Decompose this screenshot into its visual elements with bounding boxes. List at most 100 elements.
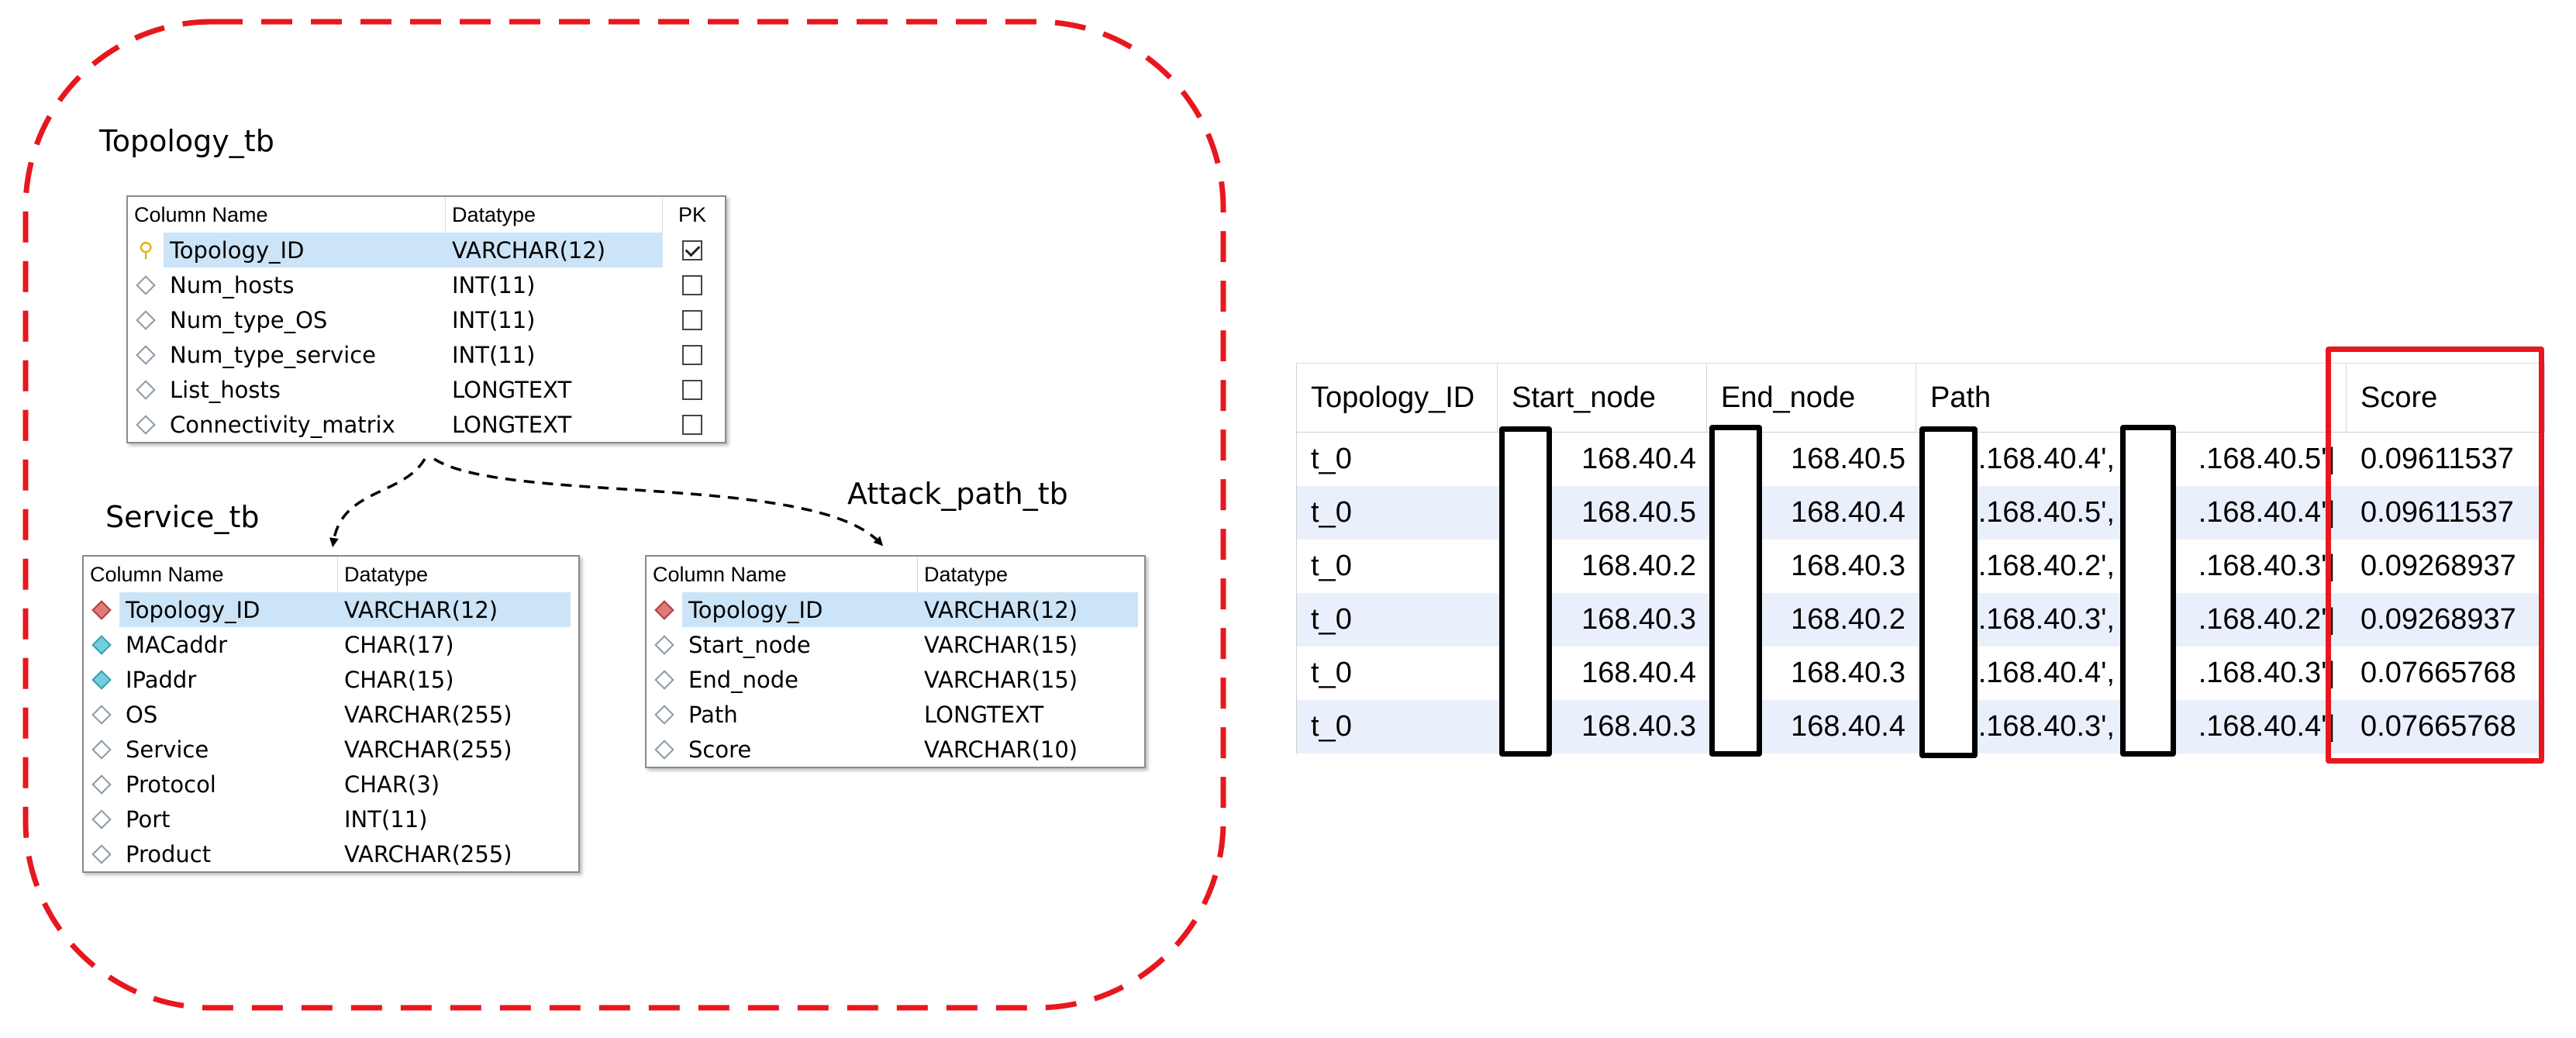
column-name: Connectivity_matrix [170, 411, 395, 438]
topology-table-caption: Topology_tb [99, 124, 274, 158]
column-datatype: INT(11) [452, 271, 536, 298]
pk-checkbox[interactable] [682, 344, 702, 365]
column-datatype: INT(11) [452, 306, 536, 333]
header-topology-id[interactable]: Topology_ID [1297, 364, 1498, 432]
column-diamond-icon [84, 732, 119, 767]
cell-score: 0.09268937 [2360, 603, 2516, 636]
table-row[interactable]: Start_node VARCHAR(15) [647, 627, 1144, 662]
column-name-header: Column Name [128, 197, 446, 233]
column-name: End_node [688, 666, 798, 693]
column-datatype: VARCHAR(12) [918, 592, 1138, 627]
table-row[interactable]: Path LONGTEXT [647, 697, 1144, 732]
datatype-header: Datatype [344, 562, 429, 586]
path-segment-start: .168.40.3', [1978, 710, 2115, 743]
relation-arrow-to-attack-path [433, 457, 884, 547]
datatype-header: Datatype [446, 197, 663, 233]
path-segment-start: .168.40.3', [1978, 603, 2115, 636]
pk-checkbox[interactable] [682, 379, 702, 400]
indexed-diamond-icon [84, 627, 119, 662]
path-segment-start: .168.40.4', [1978, 443, 2115, 475]
attack-path-table-caption: Attack_path_tb [847, 477, 1068, 511]
redaction-box-end-node [1709, 425, 1762, 757]
column-datatype: INT(11) [452, 341, 536, 368]
datatype-header: Datatype [924, 562, 1009, 586]
column-datatype: CHAR(3) [344, 771, 440, 798]
column-diamond-icon [128, 372, 164, 407]
column-diamond-icon [84, 836, 119, 871]
foreign-key-diamond-icon [647, 592, 682, 627]
header-start-node[interactable]: Start_node [1498, 364, 1707, 432]
column-diamond-icon [84, 802, 119, 836]
pk-checkbox[interactable] [682, 414, 702, 435]
table-row[interactable]: Connectivity_matrix LONGTEXT [128, 407, 725, 442]
path-segment-end: .168.40.3'] [2198, 550, 2335, 582]
column-name: IPaddr [126, 666, 197, 693]
column-datatype: CHAR(15) [344, 666, 454, 693]
cell-end-node: 168.40.5 [1791, 443, 1905, 475]
cell-topology-id: t_0 [1311, 443, 1352, 475]
column-datatype: INT(11) [344, 805, 428, 833]
table-row[interactable]: Service VARCHAR(255) [84, 732, 578, 767]
schema-group-dashed-border [22, 19, 1226, 1011]
column-name: Num_hosts [170, 271, 295, 298]
cell-path: .168.40.3', .168.40.2'] [1916, 593, 2347, 647]
cell-score: 0.09611537 [2360, 443, 2514, 475]
path-segment-end: .168.40.4'] [2198, 710, 2335, 743]
column-diamond-icon [128, 337, 164, 372]
column-name-header: Column Name [647, 557, 918, 592]
table-row[interactable]: MACaddr CHAR(17) [84, 627, 578, 662]
table-row[interactable]: Protocol CHAR(3) [84, 767, 578, 802]
cell-end-node: 168.40.4 [1791, 496, 1905, 529]
column-datatype: VARCHAR(255) [344, 736, 512, 763]
column-diamond-icon [647, 697, 682, 732]
relation-arrow-to-service [329, 458, 426, 547]
column-name: Topology_ID [119, 592, 338, 627]
column-datatype: VARCHAR(255) [344, 701, 512, 728]
table-row[interactable]: t_0 168.40.4 168.40.3 .168.40.4', .168.4… [1297, 647, 2545, 700]
header-end-node[interactable]: End_node [1707, 364, 1916, 432]
cell-start-node: 168.40.4 [1581, 443, 1696, 475]
table-row[interactable]: t_0 168.40.4 168.40.5 .168.40.4', .168.4… [1297, 433, 2545, 486]
column-diamond-icon [128, 407, 164, 442]
path-segment-end: .168.40.5'] [2198, 443, 2335, 475]
table-row[interactable]: Num_type_OS INT(11) [128, 302, 725, 337]
header-score[interactable]: Score [2347, 364, 2545, 432]
column-diamond-icon [128, 302, 164, 337]
cell-end-node: 168.40.2 [1791, 603, 1905, 636]
table-row[interactable]: Num_type_service INT(11) [128, 337, 725, 372]
header-path[interactable]: Path [1916, 364, 2347, 432]
column-name: Start_node [688, 631, 811, 658]
column-name: Num_type_service [170, 341, 376, 368]
pk-checkbox[interactable] [682, 240, 702, 260]
table-row[interactable]: Port INT(11) [84, 802, 578, 836]
table-row[interactable]: End_node VARCHAR(15) [647, 662, 1144, 697]
table-row[interactable]: t_0 168.40.2 168.40.3 .168.40.2', .168.4… [1297, 540, 2545, 593]
table-header: Column Name Datatype [647, 557, 1144, 592]
table-row[interactable]: Score VARCHAR(10) [647, 732, 1144, 767]
table-row[interactable]: OS VARCHAR(255) [84, 697, 578, 732]
cell-end-node: 168.40.3 [1791, 550, 1905, 582]
redaction-box-path-end [2120, 425, 2176, 757]
table-row[interactable]: Num_hosts INT(11) [128, 267, 725, 302]
pk-checkbox[interactable] [682, 309, 702, 330]
indexed-diamond-icon [84, 662, 119, 697]
pk-checkbox[interactable] [682, 274, 702, 295]
cell-topology-id: t_0 [1311, 550, 1352, 582]
cell-score: 0.07665768 [2360, 710, 2516, 743]
table-row[interactable]: IPaddr CHAR(15) [84, 662, 578, 697]
column-name: Topology_ID [682, 592, 918, 627]
table-row[interactable]: List_hosts LONGTEXT [128, 372, 725, 407]
table-row[interactable]: ⚲ Topology_ID VARCHAR(12) [128, 233, 725, 267]
column-datatype: CHAR(17) [344, 631, 454, 658]
cell-path: .168.40.5', .168.40.4'] [1916, 486, 2347, 540]
cell-score: 0.09611537 [2360, 496, 2514, 529]
table-row[interactable]: Topology_ID VARCHAR(12) [647, 592, 1144, 627]
pk-header: PK [678, 202, 707, 226]
column-name: Service [126, 736, 209, 763]
table-row[interactable]: Topology_ID VARCHAR(12) [84, 592, 578, 627]
cell-topology-id: t_0 [1311, 657, 1352, 689]
column-datatype: VARCHAR(10) [924, 736, 1078, 763]
cell-score: 0.07665768 [2360, 657, 2516, 689]
table-row[interactable]: Product VARCHAR(255) [84, 836, 578, 871]
